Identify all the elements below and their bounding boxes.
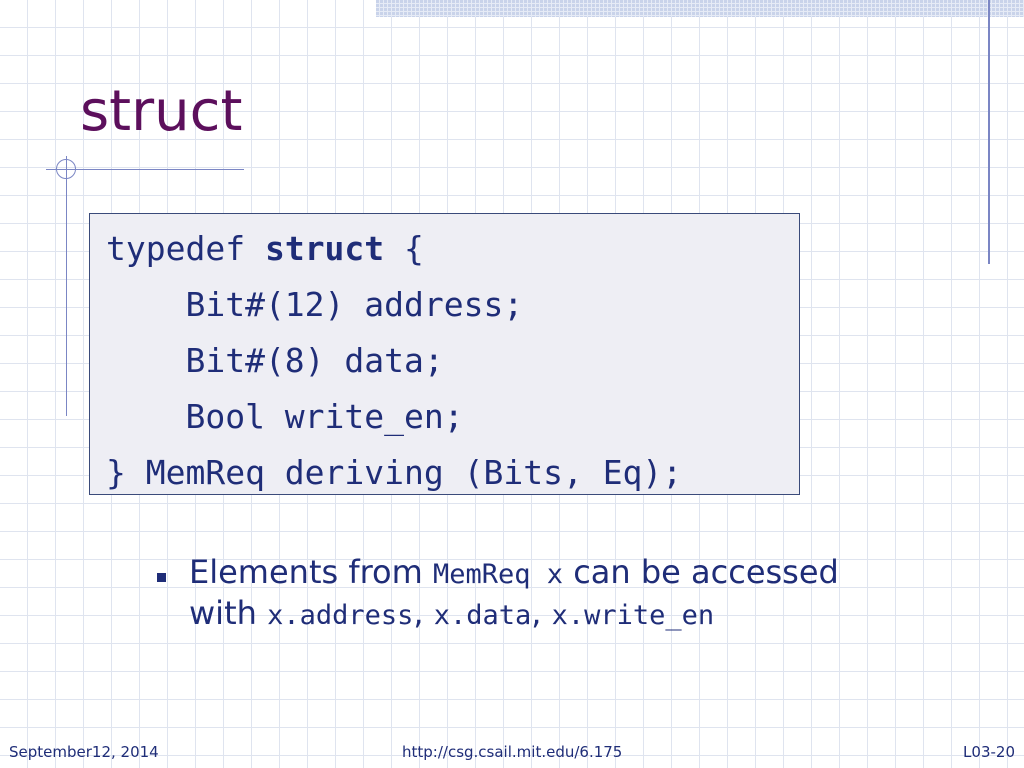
bullet-code-data: x.data [433,600,532,631]
bullet-code-write-en: x.write_en [551,600,715,631]
right-decorative-rule [988,0,990,264]
slide-title: struct [80,79,243,144]
bullet-separator-1: , [413,594,424,632]
bullet-code-address: x.address [267,600,414,631]
code-line-2: Bit#(12) address; [106,285,524,324]
footer-url: http://csg.csail.mit.edu/6.175 [402,743,623,761]
bullet-part-1: Elements from [189,553,423,591]
bullet-square-icon [157,573,166,582]
footer-slide-number: L03-20 [963,743,1015,761]
code-block: typedef struct { Bit#(12) address; Bit#(… [89,213,800,495]
bullet-part-2: can be accessed [573,553,839,591]
top-decorative-band [376,0,1024,17]
code-keyword-typedef: typedef [106,229,246,268]
bullet-part-3: with [189,594,257,632]
title-underline [46,169,244,170]
code-keyword-struct: struct [264,229,385,268]
title-circle-ornament [56,159,76,179]
bullet-text: Elements from MemReq x can be accessed w… [189,553,989,635]
left-decorative-rule [66,156,67,416]
bullet-separator-2: , [531,594,542,632]
code-line-1: typedef struct { [106,221,799,277]
code-line-3: Bit#(8) data; [106,341,444,380]
bullet-code-memreq: MemReq x [432,559,564,590]
code-line-5: } MemReq deriving (Bits, Eq); [106,453,683,492]
footer-date: September12, 2014 [9,743,159,761]
code-open-brace: { [404,229,424,268]
code-line-4: Bool write_en; [106,397,464,436]
